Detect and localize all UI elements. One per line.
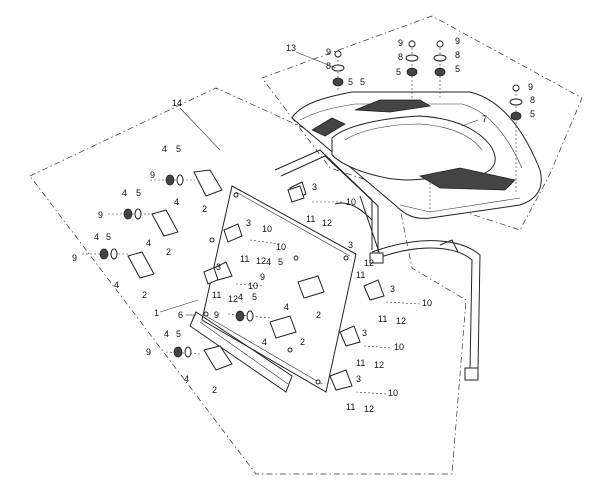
bracket-callout-10: 10: [346, 197, 356, 207]
left-callout-9: 9: [150, 170, 155, 180]
bracket-callout-11: 11: [306, 214, 315, 224]
left-callout-5: 5: [176, 329, 181, 339]
left-callout-9: 9: [146, 347, 151, 357]
right-callout-3: 3: [390, 284, 395, 294]
bracket-callout-12: 12: [322, 218, 332, 228]
right-callout-10: 10: [394, 342, 404, 352]
left-callout-4: 4: [162, 144, 167, 154]
callout-1: 1: [154, 308, 159, 318]
roof-callout-8: 8: [530, 95, 535, 105]
left-callout-9: 9: [98, 210, 103, 220]
bracket-callout-10: 10: [248, 281, 258, 291]
bracket-callout-10: 10: [276, 242, 286, 252]
left-hinge-groups: [82, 169, 271, 371]
assembly-13-boundary: [261, 15, 583, 231]
left-callout-4: 4: [184, 374, 189, 384]
bracket-callout-12: 12: [228, 294, 238, 304]
left-callout-5: 5: [106, 232, 111, 242]
mid-callout-9: 9: [260, 272, 265, 282]
roof-callout-8: 8: [398, 52, 403, 62]
left-callout-4: 4: [174, 197, 179, 207]
roof-callout-5: 5: [530, 109, 535, 119]
roof-callout-9: 9: [455, 36, 460, 46]
callout-7: 7: [482, 114, 487, 124]
right-callout-3: 3: [348, 240, 353, 250]
roll-cage-frame: [274, 149, 481, 381]
roof-callout-8: 8: [326, 61, 331, 71]
right-callout-3: 3: [362, 328, 367, 338]
bracket-callout-11: 11: [240, 254, 249, 264]
mid-callout-9: 9: [214, 310, 219, 320]
callout-6: 6: [178, 310, 183, 320]
mid-callout-5: 5: [278, 257, 283, 267]
mid-callout-4: 4: [284, 302, 289, 312]
left-callout-2: 2: [202, 204, 207, 214]
mid-callout-4: 4: [266, 257, 271, 267]
bracket-callout-11: 11: [212, 290, 221, 300]
left-callout-5: 5: [136, 188, 141, 198]
mid-callout-4: 4: [238, 292, 243, 302]
bracket-callout-3: 3: [216, 262, 221, 272]
roof-callout-9: 9: [326, 47, 331, 57]
roof-callout-8: 8: [455, 50, 460, 60]
right-callout-12: 12: [396, 316, 406, 326]
mid-callout-4: 4: [262, 337, 267, 347]
right-bracket-groups: [213, 185, 421, 395]
right-callout-12: 12: [374, 360, 384, 370]
mid-callout-2: 2: [316, 310, 321, 320]
right-callout-12: 12: [364, 258, 374, 268]
right-callout-11: 11: [356, 358, 365, 368]
right-callout-11: 11: [378, 314, 387, 324]
left-callout-4: 4: [94, 232, 99, 242]
left-callout-9: 9: [72, 253, 77, 263]
left-callout-2: 2: [142, 290, 147, 300]
roof-callout-5: 5: [348, 77, 353, 87]
callout-13: 13: [286, 43, 296, 53]
roof-callout-9: 9: [398, 38, 403, 48]
callout-leaders: [159, 51, 479, 316]
right-callout-10: 10: [388, 388, 398, 398]
roof-fasteners: [331, 40, 523, 212]
roof-callout-5: 5: [455, 64, 460, 74]
callout-labels: 13 14 7 1 6 9 8 5 9 8 5 9 8 5 9 8 5 5 4 …: [72, 36, 535, 414]
right-callout-10: 10: [262, 224, 272, 234]
right-callout-11: 11: [346, 402, 355, 412]
bracket-callout-12: 12: [256, 256, 266, 266]
right-callout-11: 11: [356, 270, 365, 280]
left-callout-4: 4: [114, 280, 119, 290]
right-callout-3: 3: [356, 374, 361, 384]
left-callout-4: 4: [146, 238, 151, 248]
assembly-14-boundary: [29, 87, 467, 475]
roof-panel: [291, 91, 542, 219]
left-callout-5: 5: [176, 144, 181, 154]
left-callout-4: 4: [164, 329, 169, 339]
bracket-callout-3: 3: [246, 218, 251, 228]
roof-callout-5: 5: [396, 67, 401, 77]
left-callout-2: 2: [166, 247, 171, 257]
side-panel: [189, 185, 357, 393]
callout-14: 14: [172, 98, 182, 108]
left-callout-4: 4: [122, 188, 127, 198]
right-callout-12: 12: [364, 404, 374, 414]
mid-callout-2: 2: [300, 337, 305, 347]
left-callout-2: 2: [212, 385, 217, 395]
roof-callout-9: 9: [528, 82, 533, 92]
bracket-callout-3: 3: [312, 182, 317, 192]
roof-callout-5: 5: [360, 77, 365, 87]
right-callout-10: 10: [422, 298, 432, 308]
mid-callout-5: 5: [252, 292, 257, 302]
